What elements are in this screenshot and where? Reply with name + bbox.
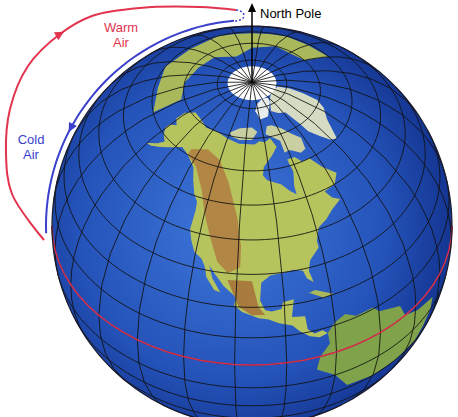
warm-flow [6,7,236,240]
axis-line [251,10,253,82]
flow-label: Cold Air [12,132,50,162]
mountains [188,149,241,273]
globe-outline [52,26,452,417]
arrowhead [54,32,64,40]
graticule [52,26,452,417]
arrowhead [69,122,77,132]
equator [52,226,452,365]
ocean [52,26,452,417]
land [300,290,334,298]
cold-flow [46,21,234,233]
land [266,125,306,153]
flow-turn [234,10,244,21]
flow-label: Warm Air [98,20,144,50]
axis-label: North Pole [260,6,321,21]
mountains [227,280,265,315]
arrowhead [248,3,256,12]
